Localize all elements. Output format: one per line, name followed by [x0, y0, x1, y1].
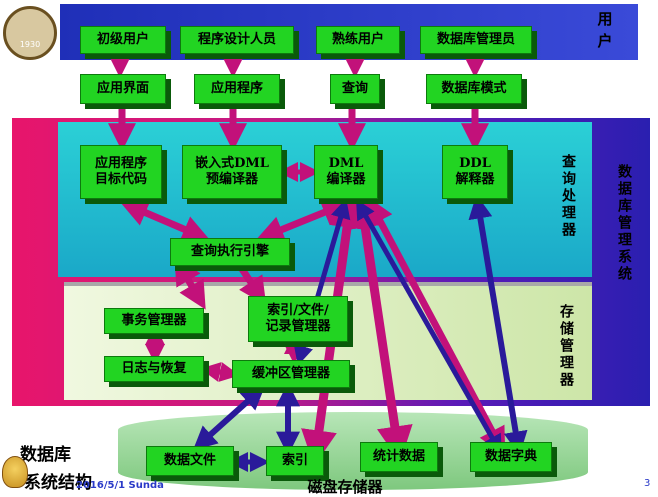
arrow-dml-engine — [255, 199, 351, 243]
transaction-manager-box: 事务管理器 — [104, 308, 204, 334]
data-files-box: 数据文件 — [146, 446, 234, 476]
footer-title-1: 数据库 — [20, 445, 71, 465]
app-program-box: 应用程序 — [194, 74, 280, 104]
arrow-ddl-dict — [468, 194, 528, 456]
arrow-engine-txn — [174, 256, 206, 310]
dbms-label: 数据库管理系统 — [616, 164, 632, 283]
dba-box: 数据库管理员 — [420, 26, 532, 54]
novice-user-box: 初级用户 — [80, 26, 166, 54]
arrow-engine-file — [237, 264, 267, 306]
log-recovery-box: 日志与恢复 — [104, 356, 204, 382]
disk-label: 磁盘存储器 — [307, 478, 383, 496]
data-dictionary-box: 数据字典 — [470, 442, 552, 472]
dml-precompiler-box: 嵌入式DML 预编译器 — [182, 145, 282, 199]
app-interface-box: 应用界面 — [80, 74, 166, 104]
file-manager-box: 索引/文件/ 记录管理器 — [248, 296, 348, 342]
logo-year: 1930 — [19, 40, 41, 49]
query-processor-label: 查询处理器 — [560, 154, 576, 239]
buffer-manager-box: 缓冲区管理器 — [232, 360, 350, 388]
dml-compiler-box: DML 编译器 — [314, 145, 378, 199]
programmer-box: 程序设计人员 — [180, 26, 294, 54]
ddl-interpreter-box: DDL 解释器 — [442, 145, 508, 199]
statistics-box: 统计数据 — [360, 442, 438, 472]
expert-user-box: 熟练用户 — [316, 26, 400, 54]
footer-title-2: 系统结构 — [24, 473, 92, 493]
index-box: 索引 — [266, 446, 324, 476]
storage-manager-label: 存储管理器 — [558, 304, 574, 389]
query-engine-box: 查询执行引擎 — [170, 238, 290, 266]
query-box: 查询 — [330, 74, 380, 104]
db-schema-box: 数据库模式 — [426, 74, 522, 104]
user-label: 用户 — [597, 10, 613, 50]
arrow-log-buffer — [200, 362, 240, 382]
mascot-icon — [2, 456, 28, 488]
page-number: 3 — [644, 478, 651, 489]
arrow-buffer-datafile — [192, 385, 266, 451]
university-logo: 1930 — [3, 6, 57, 60]
app-object-code-box: 应用程序 目标代码 — [80, 145, 162, 199]
arrow-app-engine — [119, 199, 211, 243]
footer-date: 2016/5/1 Sunda — [76, 480, 164, 491]
